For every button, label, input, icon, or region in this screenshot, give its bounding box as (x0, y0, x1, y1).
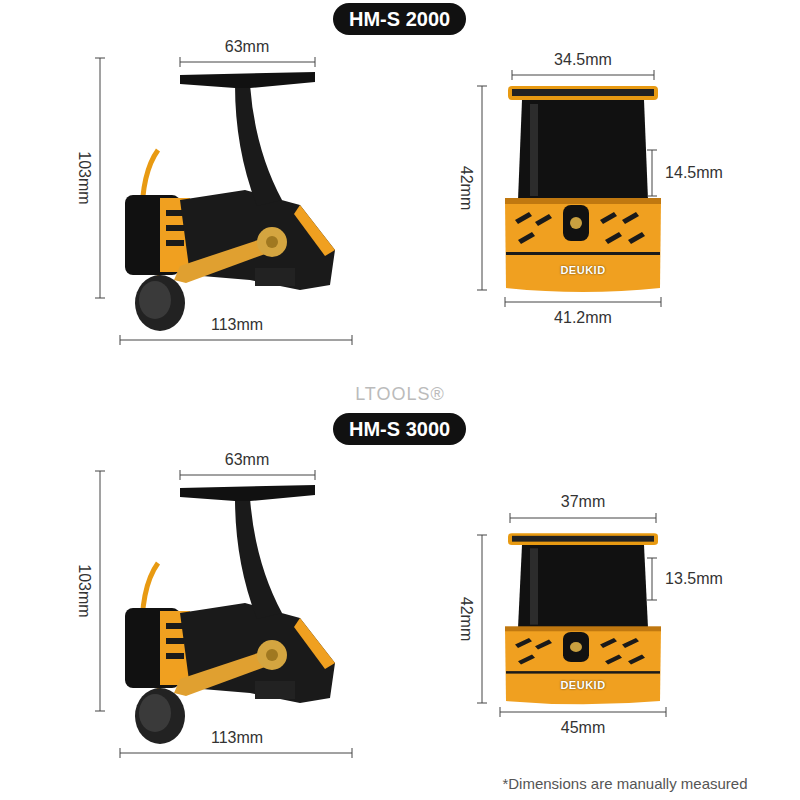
dimension-label: 41.2mm (554, 309, 612, 327)
model-badge: HM-S 2000 (333, 3, 466, 35)
dimension-label: 63mm (225, 38, 269, 56)
dimension-line (180, 470, 315, 480)
dimension-line (510, 513, 656, 523)
dimension-label: 113mm (211, 729, 263, 747)
footnote: *Dimensions are manually measured (502, 775, 747, 793)
dimension-label: 34.5mm (554, 51, 612, 69)
dimension-line (500, 707, 666, 717)
dimension-line (647, 150, 657, 196)
dimension-label: 42mm (457, 166, 475, 210)
dimension-line (512, 70, 654, 80)
spool-illustration (505, 86, 661, 292)
dimension-label: 14.5mm (665, 164, 723, 182)
dimension-line (180, 57, 315, 67)
dimension-label: 42mm (457, 597, 475, 641)
model-badge: HM-S 3000 (333, 413, 466, 445)
model-name: HM-S 3000 (349, 418, 450, 440)
dimension-line (477, 535, 487, 703)
dimension-label: 63mm (225, 451, 269, 469)
reel-illustration (125, 485, 335, 744)
dimension-line (477, 86, 487, 290)
dimension-line (120, 748, 352, 758)
dimension-line (95, 58, 105, 298)
dimension-line (120, 335, 352, 345)
dimension-line (647, 558, 657, 600)
model-name: HM-S 2000 (349, 8, 450, 30)
brand-mark: DEUKID (560, 264, 605, 276)
watermark: LTOOLS® (355, 385, 445, 403)
dimension-label: 13.5mm (665, 570, 723, 588)
spool-illustration (505, 533, 661, 704)
dimension-label: 113mm (211, 316, 263, 334)
dimension-label: 45mm (561, 719, 605, 737)
brand-mark: DEUKID (560, 679, 605, 691)
dimension-line (95, 471, 105, 711)
dimension-line (505, 297, 661, 307)
dimension-label: 103mm (75, 564, 93, 617)
dimension-label: 103mm (75, 151, 93, 204)
dimension-label: 37mm (561, 493, 605, 511)
reel-illustration (125, 72, 335, 331)
dimension-lines (95, 57, 666, 758)
